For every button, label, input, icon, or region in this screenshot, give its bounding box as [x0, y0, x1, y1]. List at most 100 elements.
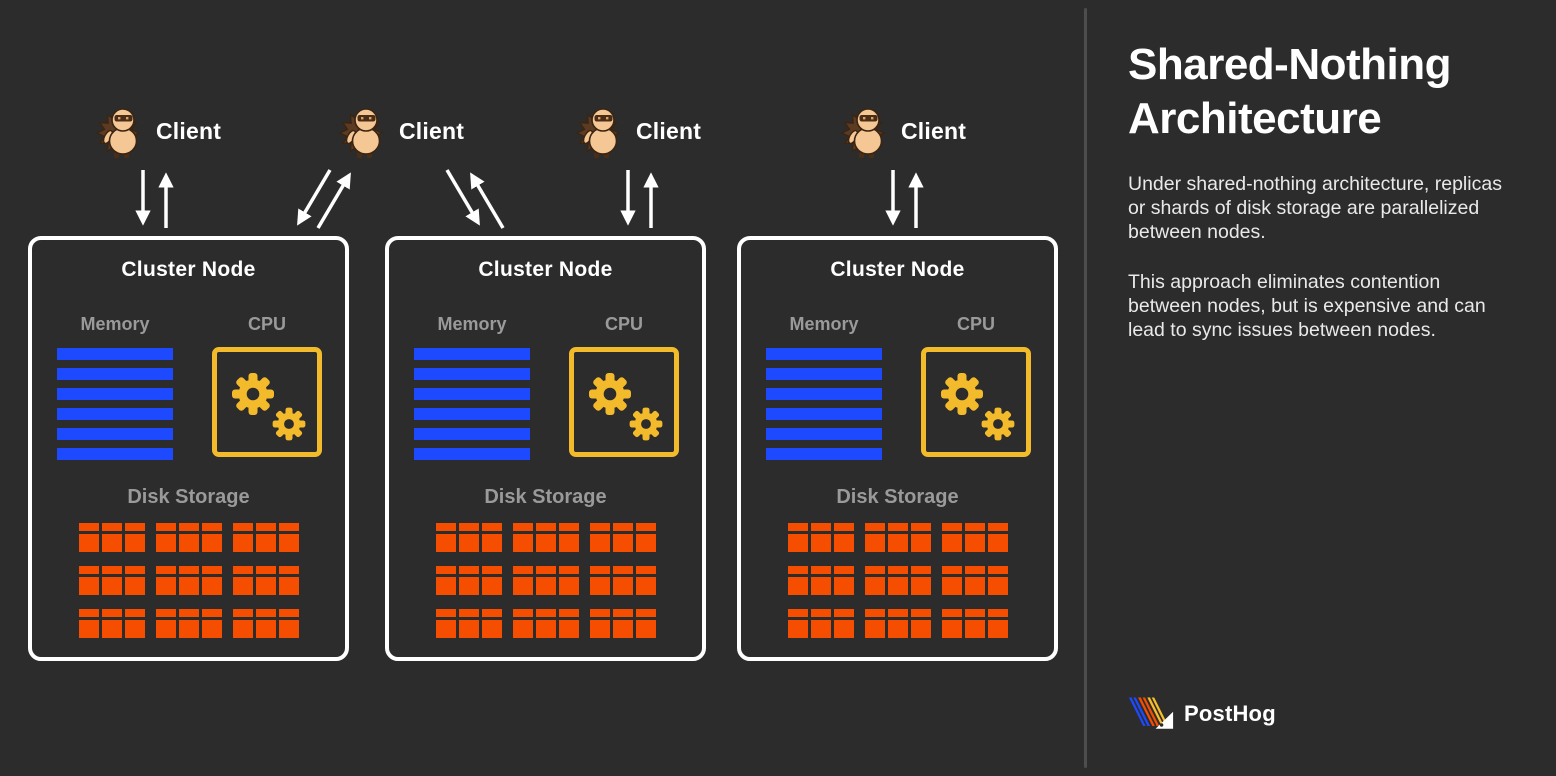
- disk-unit: [589, 566, 656, 595]
- disk-unit: [155, 609, 222, 638]
- description-paragraph-1: Under shared-nothing architecture, repli…: [1128, 173, 1502, 244]
- cpu-section: CPU: [569, 314, 679, 457]
- disk-unit: [787, 609, 854, 638]
- cluster-node-title: Cluster Node: [121, 258, 256, 281]
- gear-icon: [589, 373, 663, 441]
- arrow-client3-node2: [620, 170, 659, 228]
- disk-unit: [941, 566, 1008, 595]
- cpu-box: [569, 347, 679, 457]
- arrow-client2-node1: [297, 169, 351, 229]
- client-4: Client: [840, 103, 966, 159]
- gear-icon: [232, 373, 306, 441]
- cluster-node-2: Cluster Node Memory CPU Disk Storage: [385, 236, 706, 661]
- hedgehog-icon: [841, 108, 885, 159]
- cluster-node-title: Cluster Node: [830, 258, 965, 281]
- cpu-section: CPU: [921, 314, 1031, 457]
- disk-grid: [435, 523, 656, 638]
- hedgehog-icon: [576, 108, 620, 159]
- disk-grid: [787, 523, 1008, 638]
- memory-bar: [57, 388, 173, 400]
- memory-label: Memory: [80, 314, 150, 334]
- memory-bar: [57, 448, 173, 460]
- memory-bar: [766, 348, 882, 360]
- memory-section: Memory: [414, 314, 530, 460]
- disk-unit: [232, 523, 299, 552]
- memory-label: Memory: [789, 314, 859, 334]
- disk-unit: [232, 609, 299, 638]
- disk-unit: [864, 523, 931, 552]
- disk-storage-label: Disk Storage: [127, 486, 250, 508]
- disk-storage-label: Disk Storage: [484, 486, 607, 508]
- cpu-label: CPU: [604, 314, 643, 334]
- disk-unit: [941, 523, 1008, 552]
- client-label: Client: [636, 117, 702, 144]
- memory-bar: [766, 408, 882, 420]
- hedgehog-icon: [96, 108, 140, 159]
- memory-bar: [766, 388, 882, 400]
- memory-bar: [766, 428, 882, 440]
- cpu-label: CPU: [247, 314, 286, 334]
- disk-unit: [787, 523, 854, 552]
- disk-unit: [78, 523, 145, 552]
- memory-section: Memory: [57, 314, 173, 460]
- memory-bars: [766, 348, 882, 460]
- memory-bar: [414, 348, 530, 360]
- gear-icon: [941, 373, 1015, 441]
- disk-unit: [589, 523, 656, 552]
- memory-bar: [57, 368, 173, 380]
- disk-unit: [864, 609, 931, 638]
- cpu-box: [921, 347, 1031, 457]
- arrow-client1-node1: [135, 170, 174, 228]
- client-label: Client: [156, 117, 222, 144]
- disk-unit: [787, 566, 854, 595]
- memory-label: Memory: [437, 314, 507, 334]
- cpu-section: CPU: [212, 314, 322, 457]
- disk-unit: [941, 609, 1008, 638]
- disk-unit: [864, 566, 931, 595]
- cluster-node-title: Cluster Node: [478, 258, 613, 281]
- description-paragraph-2: This approach eliminates contention betw…: [1128, 271, 1486, 342]
- disk-unit: [435, 566, 502, 595]
- disk-unit: [512, 566, 579, 595]
- disk-storage-label: Disk Storage: [836, 486, 959, 508]
- disk-unit: [232, 566, 299, 595]
- arrow-client4-node3: [885, 170, 924, 228]
- client-1: Client: [95, 103, 221, 159]
- disk-unit: [589, 609, 656, 638]
- memory-bars: [57, 348, 173, 460]
- disk-unit: [512, 523, 579, 552]
- memory-bar: [414, 428, 530, 440]
- memory-section: Memory: [766, 314, 882, 460]
- disk-unit: [78, 566, 145, 595]
- brand-logo: PostHog: [1128, 696, 1276, 732]
- disk-unit: [155, 523, 222, 552]
- vertical-divider: [1084, 8, 1087, 768]
- memory-bar: [414, 448, 530, 460]
- memory-bar: [57, 408, 173, 420]
- page-title: Shared-Nothing Architecture: [1128, 40, 1451, 143]
- posthog-logo-icon: [1128, 696, 1174, 730]
- disk-grid: [78, 523, 299, 638]
- memory-bar: [414, 408, 530, 420]
- hedgehog-icon: [339, 108, 383, 159]
- memory-bars: [414, 348, 530, 460]
- cpu-box: [212, 347, 322, 457]
- memory-bar: [766, 368, 882, 380]
- disk-unit: [435, 609, 502, 638]
- client-label: Client: [399, 117, 465, 144]
- side-panel: Shared-Nothing Architecture Under shared…: [1128, 0, 1528, 342]
- disk-unit: [512, 609, 579, 638]
- memory-bar: [57, 348, 173, 360]
- cpu-label: CPU: [956, 314, 995, 334]
- client-2: Client: [338, 103, 464, 159]
- disk-unit: [78, 609, 145, 638]
- arrow-client2-node2: [445, 169, 505, 229]
- cluster-node-3: Cluster Node Memory CPU Disk Storage: [737, 236, 1058, 661]
- brand-name: PostHog: [1184, 701, 1276, 726]
- disk-unit: [435, 523, 502, 552]
- memory-bar: [766, 448, 882, 460]
- client-label: Client: [901, 117, 967, 144]
- memory-bar: [414, 368, 530, 380]
- memory-bar: [414, 388, 530, 400]
